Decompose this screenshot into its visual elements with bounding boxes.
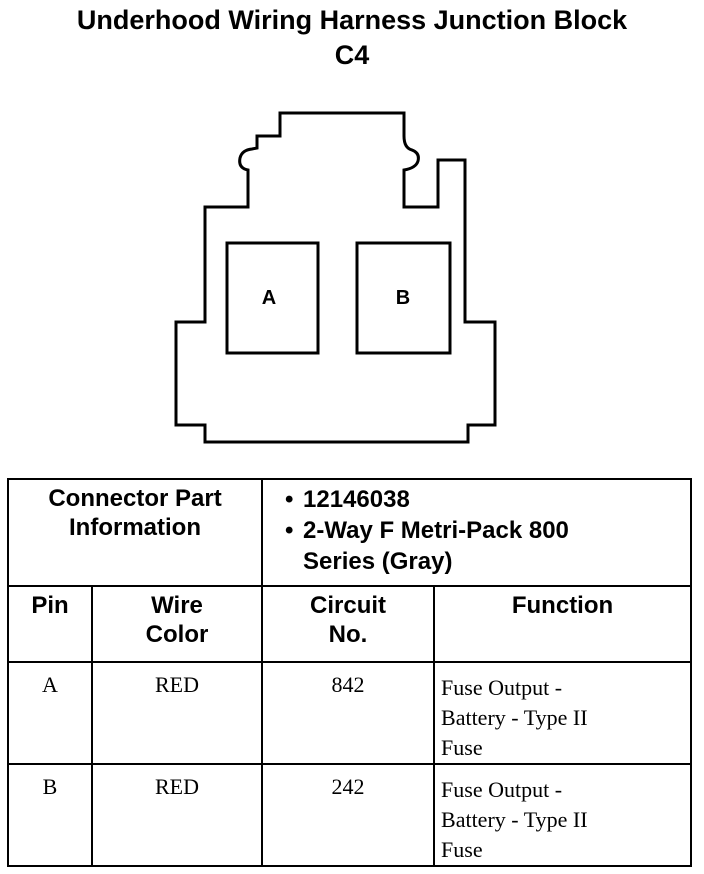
row-a-pin: A [7,661,93,765]
header-circuit: Circuit No. [261,585,436,663]
row-b-function: Fuse Output - Battery - Type II Fuse [433,763,693,867]
connector-description-line1: 2-Way F Metri-Pack 800 [303,517,569,544]
table-row: A RED 842 Fuse Output - Battery - Type I… [7,661,693,765]
column-header-row: Pin Wire Color Circuit No. Function [7,585,693,663]
diagram-title: Underhood Wiring Harness Junction Block [76,5,628,35]
function-line: Fuse [441,837,483,862]
row-b-circuit: 242 [261,763,436,867]
header-function-label: Function [511,592,614,619]
connector-description-line2: Series (Gray) [303,548,453,575]
function-line: Fuse [441,735,483,760]
cavity-a-label: A [262,287,276,309]
part-info-values-cell: • 12146038 • 2-Way F Metri-Pack 800 Series… [261,478,693,587]
row-a-wire-color: RED [90,661,264,765]
connector-pinout-table: Connector Part Information • 12146038 • 2-… [6,478,693,867]
header-function: Function [433,585,693,663]
header-circuit-line1: Circuit [310,592,387,619]
table-row: B RED 242 Fuse Output - Battery - Type I… [7,763,693,867]
function-line: Battery - Type II [441,807,588,832]
bullet-glyph: • [285,486,294,513]
row-b-wire-color: RED [90,763,264,867]
connector-outline [174,111,497,444]
row-a-function: Fuse Output - Battery - Type II Fuse [433,661,693,765]
part-number: 12146038 [303,486,410,513]
header-wire-color: Wire Color [90,585,264,663]
row-a-circuit: 842 [261,661,436,765]
function-line: Fuse Output - [441,777,563,802]
row-b-pin: B [7,763,93,867]
connector-id: C4 [334,40,370,70]
part-info-label-cell: Connector Part Information [6,478,264,587]
function-line: Battery - Type II [441,705,588,730]
header-pin-label: Pin [31,592,69,619]
cavity-b [355,241,452,355]
cavity-a [225,241,320,355]
connector-face-drawing: A B [174,111,497,444]
part-info-row: Connector Part Information • 12146038 • 2-… [6,478,693,587]
header-wire-color-line2: Color [145,621,209,648]
function-line: Fuse Output - [441,675,563,700]
header-circuit-line2: No. [328,621,368,648]
header-wire-color-line1: Wire [151,592,203,619]
cavity-b-label: B [396,287,410,309]
header-pin: Pin [7,585,93,663]
part-info-label-line2: Information [69,514,201,541]
part-info-label-line1: Connector Part [48,485,222,512]
bullet-glyph: • [285,517,294,544]
